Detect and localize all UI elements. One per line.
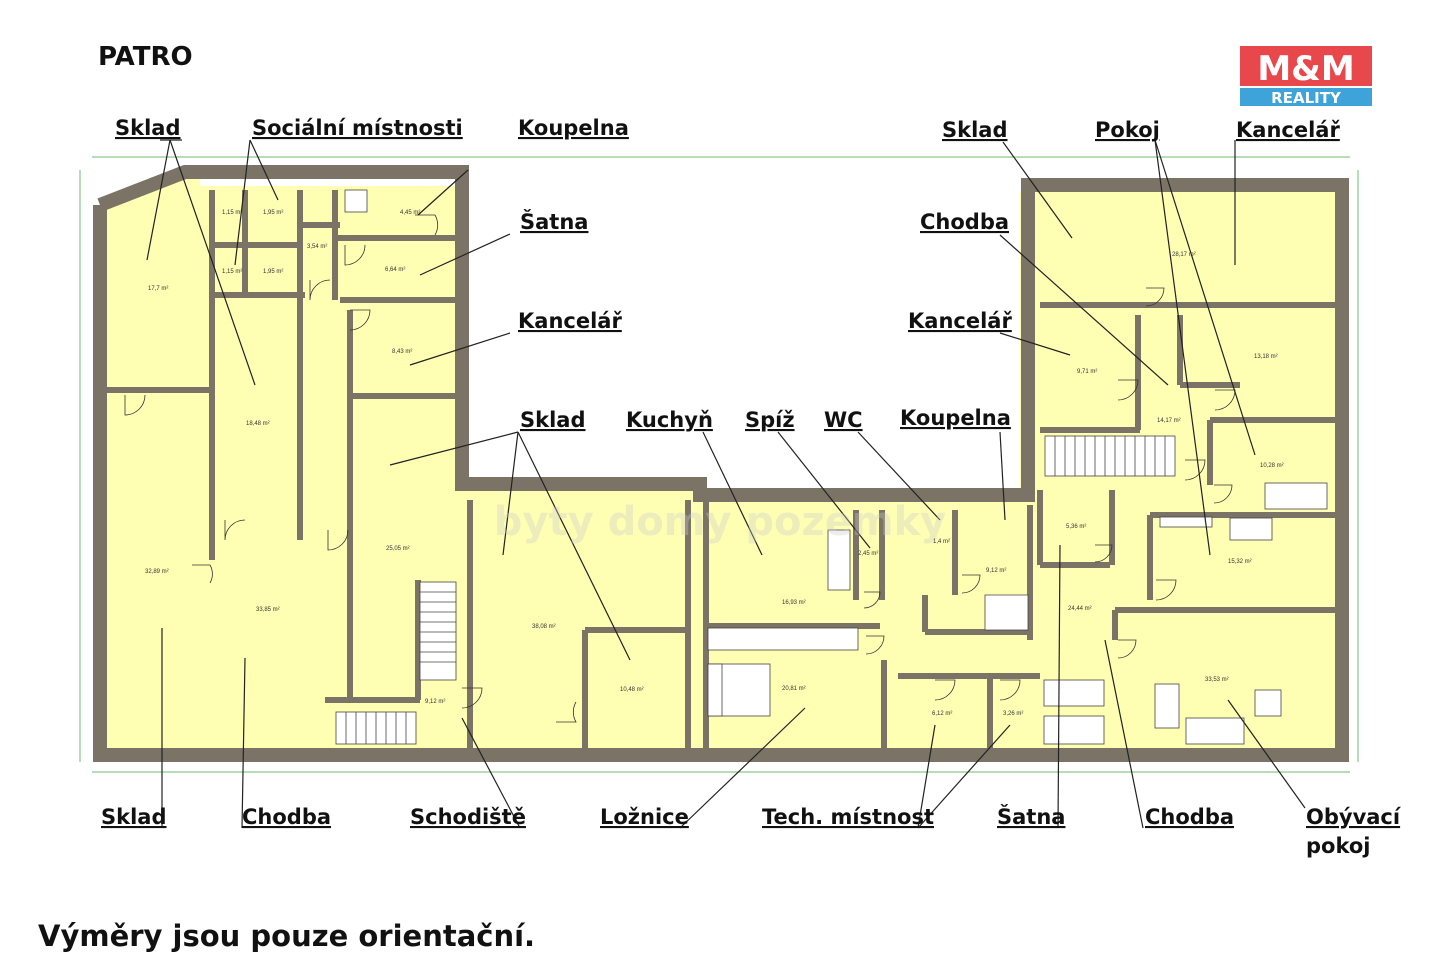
area-value: 13,18 m² — [1254, 354, 1278, 360]
label-kancelar-right: Kancelář — [908, 309, 1012, 333]
doors — [124, 214, 1236, 723]
area-value: 9,12 m² — [425, 699, 445, 705]
label-satna-top: Šatna — [520, 209, 588, 234]
area-value: 33,85 m² — [256, 607, 280, 613]
area-value: 20,81 m² — [782, 686, 806, 692]
area-value: 15,32 m² — [1228, 559, 1252, 565]
label-wc: WC — [824, 408, 863, 432]
label-sklad-bottom: Sklad — [101, 805, 167, 829]
area-value: 25,05 m² — [386, 546, 410, 552]
label-spiz: Spíž — [745, 408, 795, 432]
room-areas: 17,7 m² 1,15 m² 1,95 m² 4,45 m² 1,15 m² … — [145, 210, 1284, 717]
area-value: 1,15 m² — [222, 269, 242, 275]
room-labels: Sklad Sociální místnosti Koupelna Šatna … — [101, 116, 1402, 858]
label-socialni: Sociální místnosti — [252, 116, 463, 140]
area-value: 18,48 m² — [246, 421, 270, 427]
label-sklad-tl: Sklad — [115, 116, 181, 140]
label-chodba-right: Chodba — [920, 210, 1009, 234]
area-value: 1,95 m² — [263, 269, 283, 275]
label-kancelar-top: Kancelář — [518, 309, 622, 333]
label-obyvaci-2: pokoj — [1306, 834, 1371, 858]
area-value: 17,7 m² — [148, 286, 168, 292]
label-chodba-bottom: Chodba — [242, 805, 331, 829]
area-value: 32,89 m² — [145, 569, 169, 575]
label-obyvaci-1: Obývací — [1306, 805, 1402, 829]
area-value: 28,17 m² — [1172, 252, 1196, 258]
dimension-lines — [79, 156, 1359, 773]
label-pokoj: Pokoj — [1095, 118, 1160, 142]
area-value: 2,45 m² — [858, 551, 878, 557]
logo: M&M REALITY — [1240, 46, 1372, 107]
footnote: Výměry jsou pouze orientační. — [38, 919, 535, 953]
area-value: 14,17 m² — [1157, 418, 1181, 424]
area-value: 9,71 m² — [1077, 369, 1097, 375]
label-tech: Tech. místnost — [762, 805, 934, 829]
area-value: 3,54 m² — [307, 244, 327, 250]
stairs — [335, 435, 1176, 745]
label-sklad-tr: Sklad — [942, 118, 1008, 142]
label-loznice: Ložnice — [600, 805, 689, 829]
label-kancelar-tr: Kancelář — [1236, 118, 1340, 142]
area-value: 1,15 m² — [222, 210, 242, 216]
area-value: 38,08 m² — [532, 624, 556, 630]
label-schodiste: Schodiště — [410, 805, 526, 829]
logo-top: M&M — [1257, 49, 1354, 89]
label-sklad-mid: Sklad — [520, 408, 586, 432]
label-koupelna-top: Koupelna — [518, 116, 629, 140]
area-value: 1,95 m² — [263, 210, 283, 216]
label-kuchyn: Kuchyň — [626, 408, 713, 432]
area-value: 3,26 m² — [1003, 711, 1023, 717]
area-value: 24,44 m² — [1068, 606, 1092, 612]
area-value: 4,45 m² — [400, 210, 420, 216]
area-value: 6,64 m² — [385, 267, 405, 273]
area-value: 10,48 m² — [620, 687, 644, 693]
logo-bottom: REALITY — [1271, 89, 1342, 107]
area-value: 10,28 m² — [1260, 463, 1284, 469]
furniture — [344, 189, 1328, 745]
area-value: 8,43 m² — [392, 349, 412, 355]
label-koupelna-mid: Koupelna — [900, 406, 1011, 430]
area-value: 9,12 m² — [986, 568, 1006, 574]
label-satna-bottom: Šatna — [997, 804, 1065, 829]
area-value: 1,4 m² — [933, 539, 950, 545]
label-chodba-bottom-right: Chodba — [1145, 805, 1234, 829]
watermark: byty domy pozemky — [494, 499, 947, 545]
area-value: 33,53 m² — [1205, 677, 1229, 683]
area-value: 5,36 m² — [1066, 524, 1086, 530]
interior-walls — [105, 190, 1335, 748]
page-title: PATRO — [98, 42, 193, 72]
area-value: 6,12 m² — [932, 711, 952, 717]
outer-walls — [93, 165, 1349, 762]
area-value: 16,93 m² — [782, 600, 806, 606]
leader-lines — [146, 139, 1306, 829]
